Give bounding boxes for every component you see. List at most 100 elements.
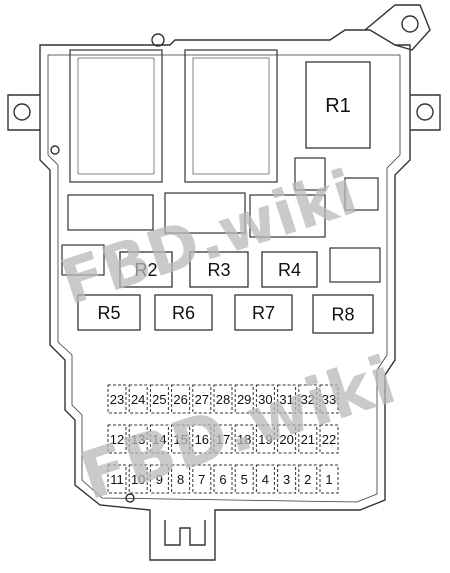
fuse-32: 32: [298, 384, 318, 414]
fuse-label: 19: [258, 432, 272, 447]
relay-label: R6: [172, 303, 195, 323]
fuse-label: 7: [198, 472, 205, 487]
fuse-27: 27: [192, 384, 212, 414]
connector-left: [67, 194, 154, 231]
fuse-25: 25: [149, 384, 169, 414]
relay-label: R1: [325, 95, 351, 117]
fuse-21: 21: [298, 424, 318, 454]
fuse-14: 14: [149, 424, 169, 454]
fuse-17: 17: [213, 424, 233, 454]
watermark-text: FBD.wiki: [71, 341, 404, 515]
relay-r4: R4: [261, 251, 318, 288]
fuse-label: 2: [304, 472, 311, 487]
fuse-label: 23: [110, 392, 124, 407]
fuse-box-housing: [7, 4, 441, 561]
fuse-label: 9: [156, 472, 163, 487]
fuse-18: 18: [234, 424, 254, 454]
fuse-30: 30: [255, 384, 275, 414]
fuse-29: 29: [234, 384, 254, 414]
connector-center: [164, 192, 246, 234]
fuse-label: 33: [322, 392, 336, 407]
fuse-22: 22: [319, 424, 339, 454]
fuse-label: 22: [322, 432, 336, 447]
fuse-label: 4: [262, 472, 269, 487]
fuse-label: 6: [219, 472, 226, 487]
relay-label: R2: [134, 260, 157, 280]
mount-hole-top-right: [401, 15, 419, 33]
fuse-6: 6: [213, 464, 233, 494]
fuse-26: 26: [171, 384, 191, 414]
fuse-8: 8: [171, 464, 191, 494]
fuse-label: 32: [301, 392, 315, 407]
fuse-7: 7: [192, 464, 212, 494]
relay-blocks: [61, 49, 381, 283]
fuse-12: 12: [107, 424, 127, 454]
large-relay-left: [69, 49, 163, 183]
fuse-label: 3: [283, 472, 290, 487]
fuse-label: 28: [216, 392, 230, 407]
fuse-label: 17: [216, 432, 230, 447]
fuse-23: 23: [107, 384, 127, 414]
relay-label: R7: [252, 303, 275, 323]
fuse-33: 33: [319, 384, 339, 414]
fuse-16: 16: [192, 424, 212, 454]
fuse-label: 24: [131, 392, 145, 407]
fuse-label: 31: [279, 392, 293, 407]
relay-label: R8: [331, 304, 354, 324]
fuse-label: 15: [173, 432, 187, 447]
fuse-label: 26: [173, 392, 187, 407]
fuse-19: 19: [255, 424, 275, 454]
relay-r3: R3: [189, 251, 249, 288]
fuse-label: 30: [258, 392, 272, 407]
relay-label: R5: [97, 303, 120, 323]
fuse-10: 10: [128, 464, 148, 494]
fuse-20: 20: [277, 424, 297, 454]
fuse-label: 12: [110, 432, 124, 447]
small-relay-d: [329, 247, 381, 283]
relay-r6: R6: [154, 294, 213, 331]
mount-hole-right: [416, 103, 434, 121]
fuse-24: 24: [128, 384, 148, 414]
fuse-label: 8: [177, 472, 184, 487]
fuse-label: 16: [195, 432, 209, 447]
small-relay-b: [344, 177, 379, 211]
fuse-2: 2: [298, 464, 318, 494]
fuse-label: 25: [152, 392, 166, 407]
fuse-15: 15: [171, 424, 191, 454]
fuse-9: 9: [149, 464, 169, 494]
small-relay-c: [61, 244, 105, 276]
fuse-label: 21: [301, 432, 315, 447]
fuse-4: 4: [255, 464, 275, 494]
fuse-5: 5: [234, 464, 254, 494]
connector-right: [249, 194, 326, 238]
fuse-label: 13: [131, 432, 145, 447]
fuse-label: 11: [110, 472, 124, 487]
small-relay-a: [294, 157, 326, 191]
fuse-label: 27: [195, 392, 209, 407]
fuse-3: 3: [277, 464, 297, 494]
fuse-label: 18: [237, 432, 251, 447]
fuse-label: 10: [131, 472, 145, 487]
fuse-label: 14: [152, 432, 166, 447]
relay-r7: R7: [234, 294, 293, 331]
relay-label: R3: [207, 260, 230, 280]
fuse-label: 1: [325, 472, 332, 487]
relay-r5: R5: [77, 294, 141, 331]
large-relay-center: [184, 49, 278, 183]
fuse-label: 5: [241, 472, 248, 487]
relay-r1: R1: [305, 61, 371, 149]
fuse-11: 11: [107, 464, 127, 494]
fuse-13: 13: [128, 424, 148, 454]
fuse-31: 31: [277, 384, 297, 414]
fuse-label: 29: [237, 392, 251, 407]
relay-r8: R8: [312, 294, 374, 334]
relay-label: R4: [278, 260, 301, 280]
fuse-1: 1: [319, 464, 339, 494]
mount-hole-left: [13, 103, 31, 121]
relay-r2: R2: [119, 251, 173, 288]
fuse-label: 20: [279, 432, 293, 447]
